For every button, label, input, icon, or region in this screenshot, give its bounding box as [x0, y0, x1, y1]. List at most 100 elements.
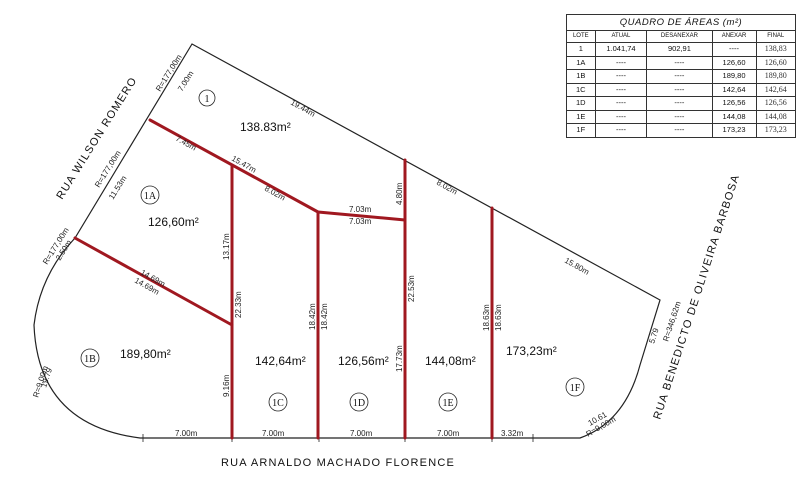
- lot-labels: 1 1A 1B 1C 1D 1E 1F: [80, 89, 585, 412]
- division-1-1a: [148, 118, 320, 214]
- table-cell: 144,08: [711, 109, 757, 124]
- area-table: QUADRO DE ÁREAS (m²) LOTE ATUAL DESANEXA…: [566, 14, 797, 138]
- dim-703-a: 7.03m: [349, 205, 372, 214]
- dim-480: 4.80m: [395, 182, 404, 205]
- dim-1153: 11.53m: [107, 174, 129, 201]
- dim-bottom-700-4: 7.00m: [437, 429, 460, 438]
- table-cell: 1A: [566, 55, 596, 70]
- dim-2253: 22.53m: [407, 275, 416, 302]
- table-cell: 1E: [566, 109, 596, 124]
- dim-bottom-700-3: 7.00m: [350, 429, 373, 438]
- table-cell: ----: [594, 69, 648, 84]
- street-right: RUA BENEDICTO DE OLIVEIRA BARBOSA: [651, 173, 742, 421]
- table-cell: 1: [566, 42, 596, 57]
- table-cell: 1F: [566, 123, 596, 138]
- lot-1c-marker: 1C: [268, 392, 288, 412]
- lot-1f-label: 1F: [570, 383, 581, 394]
- lot-1c-area: 142,64m²: [255, 354, 306, 368]
- dim-703-b: 7.03m: [349, 217, 372, 226]
- lot-1f-marker: 1F: [565, 377, 585, 397]
- dim-1944: 19.44m: [289, 98, 317, 119]
- dim-bottom-332: 3.32m: [501, 429, 524, 438]
- table-cell: 1C: [566, 82, 596, 97]
- table-cell: ----: [594, 55, 648, 70]
- table-cell: ----: [646, 55, 713, 70]
- table-cell: 189,80: [755, 69, 797, 84]
- dim-1842-a: 18.42m: [308, 303, 317, 330]
- table-cell: 142,64: [755, 82, 797, 97]
- division-1-1d: [316, 210, 407, 222]
- lot-1a-area: 126,60m²: [148, 215, 199, 229]
- table-cell: ----: [646, 123, 713, 138]
- table-cell: ----: [594, 82, 648, 97]
- table-cell: 138,83: [755, 42, 797, 57]
- table-cell: 126,56: [711, 96, 757, 111]
- table-cell: ----: [646, 69, 713, 84]
- table-cell: 126,60: [755, 55, 797, 70]
- lot-1c-label: 1C: [272, 398, 284, 409]
- property-boundary: [33, 43, 661, 439]
- division-1a-1b: [73, 236, 234, 327]
- table-cell: 902,91: [646, 42, 713, 57]
- area-table-title: QUADRO DE ÁREAS (m²): [566, 14, 796, 31]
- lot-1a-marker: 1A: [140, 185, 160, 205]
- lot-1b-marker: 1B: [80, 348, 100, 368]
- table-cell: 126,56: [755, 96, 797, 111]
- table-cell: ----: [646, 109, 713, 124]
- lot-1e-label: 1E: [442, 398, 453, 409]
- col-lote: LOTE: [566, 30, 596, 43]
- dim-bottom-700-2: 7.00m: [262, 429, 285, 438]
- lot-areas: 138.83m² 126,60m² 189,80m² 142,64m² 126,…: [120, 120, 557, 368]
- dim-700-top: 7.00m: [176, 69, 196, 93]
- lot-1f-area: 173,23m²: [506, 344, 557, 358]
- dim-2233: 22.33m: [234, 291, 243, 318]
- area-table-header: LOTE ATUAL DESANEXAR ANEXAR FINAL: [566, 30, 797, 43]
- lot-1-marker: 1: [198, 89, 216, 107]
- lot-1d-area: 126,56m²: [338, 354, 389, 368]
- table-cell: ----: [711, 42, 757, 57]
- dim-1863-a: 18.63m: [482, 304, 491, 331]
- lot-1d-label: 1D: [353, 398, 365, 409]
- table-cell: 1B: [566, 69, 596, 84]
- dim-745: 7.45m: [174, 134, 198, 153]
- table-cell: 142,64: [711, 82, 757, 97]
- col-anexar: ANEXAR: [711, 30, 757, 43]
- dim-1863-b: 18.63m: [494, 304, 503, 331]
- lot-1-area: 138.83m²: [240, 120, 291, 134]
- table-cell: ----: [594, 96, 648, 111]
- lot-1e-marker: 1E: [438, 392, 458, 412]
- dim-802-b: 8.02m: [435, 178, 459, 197]
- col-atual: ATUAL: [594, 30, 648, 43]
- lot-1b-area: 189,80m²: [120, 347, 171, 361]
- dim-579: 5.79: [647, 327, 661, 345]
- lot-1-label: 1: [205, 94, 210, 105]
- dim-1580: 15.80m: [563, 256, 591, 277]
- table-cell: 189,80: [711, 69, 757, 84]
- lot-1b-label: 1B: [84, 354, 96, 365]
- table-cell: 1.041,74: [594, 42, 648, 57]
- table-cell: 173,23: [711, 123, 757, 138]
- dim-802-a: 8.02m: [263, 184, 287, 203]
- table-cell: 144,08: [755, 109, 797, 124]
- table-cell: 126,60: [711, 55, 757, 70]
- table-cell: ----: [594, 109, 648, 124]
- dim-1317: 13.17m: [222, 233, 231, 260]
- dim-1773: 17.73m: [395, 345, 404, 372]
- lot-1e-area: 144,08m²: [425, 354, 476, 368]
- table-cell: ----: [646, 96, 713, 111]
- dim-bottom-700-1: 7.00m: [175, 429, 198, 438]
- street-bottom: RUA ARNALDO MACHADO FLORENCE: [221, 457, 455, 469]
- table-cell: 1D: [566, 96, 596, 111]
- table-cell: ----: [594, 123, 648, 138]
- col-final: FINAL: [755, 30, 797, 43]
- division-lines: [73, 118, 494, 440]
- table-cell: ----: [646, 82, 713, 97]
